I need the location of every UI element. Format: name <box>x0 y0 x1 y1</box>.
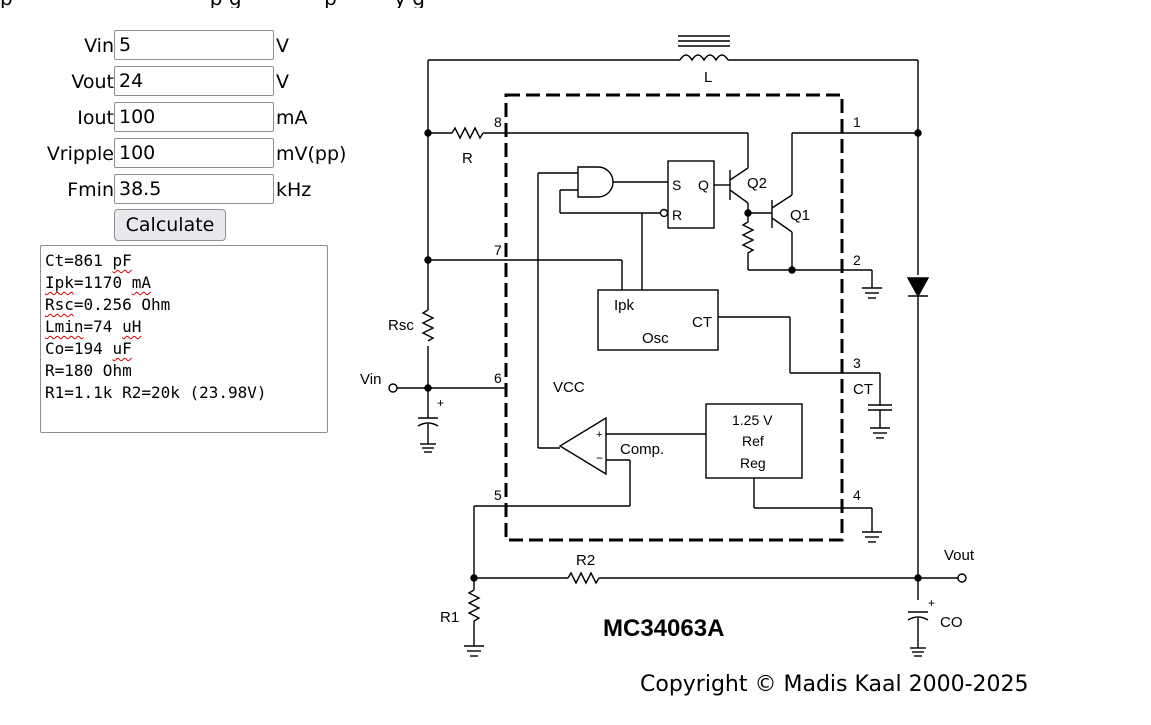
flipflop-box <box>667 160 715 229</box>
flipflop-q: Q <box>698 177 709 193</box>
fmin-input[interactable] <box>114 174 274 204</box>
co-label: CO <box>940 614 963 631</box>
chip-boundary <box>504 93 844 542</box>
osc-label: Osc <box>642 330 669 347</box>
vcc-label: VCC <box>553 379 585 396</box>
fmin-row: Fmin kHz <box>0 174 311 206</box>
ct-outer-label: CT <box>853 381 873 398</box>
vin-input[interactable] <box>114 30 274 60</box>
vout-input[interactable] <box>114 66 274 96</box>
pin-7: 7 <box>494 242 502 258</box>
ref-line1: 1.25 V <box>732 412 773 428</box>
vout-row: Vout V <box>0 66 289 98</box>
svg-text:+: + <box>437 396 444 410</box>
fmin-label: Fmin <box>67 179 114 201</box>
pin-8: 8 <box>494 114 502 130</box>
vripple-input[interactable] <box>114 138 274 168</box>
ref-line3: Reg <box>740 455 766 471</box>
results-textarea[interactable]: Ct=861 pF Ipk=1170 mA Rsc=0.256 Ohm Lmin… <box>40 245 328 433</box>
pin-6: 6 <box>494 370 502 386</box>
flipflop-r: R <box>672 207 682 223</box>
q2-label: Q2 <box>747 175 767 192</box>
flipflop-s: S <box>672 177 681 193</box>
osc-block <box>597 289 719 351</box>
calculate-button[interactable]: Calculate <box>114 209 226 241</box>
chip-name-label: MC34063A <box>603 615 724 642</box>
svg-text:+: + <box>596 429 602 441</box>
result-line-lmin: Lmin=74 uH <box>45 317 142 336</box>
ct-inner-label: CT <box>692 314 712 331</box>
vripple-unit: mV(pp) <box>276 143 347 165</box>
vout-label-schematic: Vout <box>944 547 975 564</box>
pin-5: 5 <box>494 487 502 503</box>
result-line-ipk: Ipk=1170 mA <box>45 273 151 292</box>
clipped-heading-text: p · · · · · · · · · · · · · · · p g · · … <box>0 0 1151 8</box>
result-line-co: Co=194 uF <box>45 339 132 358</box>
inductor-label: L <box>704 69 712 86</box>
q1-label: Q1 <box>790 207 810 224</box>
vout-label: Vout <box>71 71 114 93</box>
pin-3: 3 <box>853 355 861 371</box>
iout-row: Iout mA <box>0 102 308 134</box>
vin-label-schematic: Vin <box>360 371 381 388</box>
comparator-symbol <box>558 416 607 476</box>
iout-unit: mA <box>276 107 308 129</box>
svg-text:−: − <box>596 451 603 465</box>
svg-text:+: + <box>928 596 935 610</box>
inductor-symbol <box>428 35 918 62</box>
result-line-rsc: Rsc=0.256 Ohm <box>45 295 171 314</box>
pin-4: 4 <box>853 487 861 503</box>
comp-label: Comp. <box>620 441 664 458</box>
result-line-ct: Ct=861 pF <box>45 251 132 270</box>
r1-label: R1 <box>440 609 459 626</box>
iout-label: Iout <box>77 107 114 129</box>
vin-label: Vin <box>84 35 114 57</box>
vin-row: Vin V <box>0 30 289 62</box>
resistor-r-label: R <box>462 150 473 167</box>
rsc-label: Rsc <box>388 317 414 334</box>
copyright-text: Copyright © Madis Kaal 2000-2025 <box>640 672 1029 697</box>
vin-unit: V <box>276 35 289 57</box>
result-line-r: R=180 Ohm <box>45 361 132 380</box>
ref-line2: Ref <box>742 433 764 449</box>
vout-unit: V <box>276 71 289 93</box>
r2-label: R2 <box>576 552 595 569</box>
vripple-row: Vripple mV(pp) <box>0 138 346 170</box>
iout-input[interactable] <box>114 102 274 132</box>
pin-1: 1 <box>853 114 861 130</box>
ipk-label: Ipk <box>614 297 635 314</box>
vripple-label: Vripple <box>46 143 114 165</box>
fmin-unit: kHz <box>276 179 312 201</box>
pin-2: 2 <box>853 252 861 268</box>
result-line-r1-r2: R1=1.1k R2=20k (23.98V) <box>45 383 267 402</box>
